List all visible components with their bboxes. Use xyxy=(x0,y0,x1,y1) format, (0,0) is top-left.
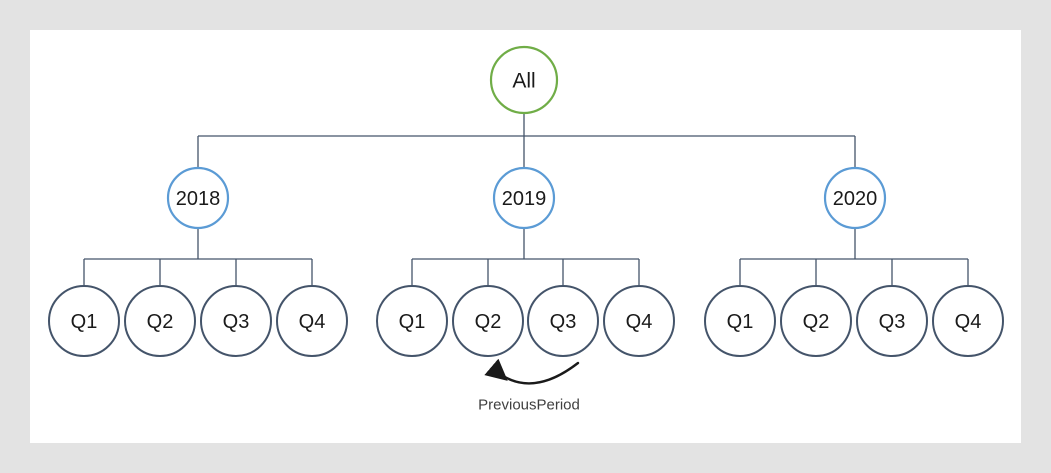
node-year-2019-circle xyxy=(492,166,556,230)
node-q-2018-3-circle xyxy=(200,285,272,357)
node-q-2020-1[interactable]: Q1 xyxy=(704,285,776,357)
node-year-2018-circle xyxy=(166,166,230,230)
node-q-2018-1-label: Q1 xyxy=(71,311,98,333)
year-2019-quarter-connectors xyxy=(411,228,640,286)
previous-period-label: PreviousPeriod xyxy=(478,397,580,414)
node-q-2020-4-circle xyxy=(932,285,1004,357)
node-q-2018-4-label: Q4 xyxy=(299,311,326,333)
node-year-2019-label: 2019 xyxy=(502,188,547,210)
node-q-2018-3-label: Q3 xyxy=(223,311,250,333)
node-q-2020-3-label: Q3 xyxy=(879,311,906,333)
node-q-2020-1-circle xyxy=(704,285,776,357)
node-q-2018-2-label: Q2 xyxy=(147,311,174,333)
node-q-2020-3[interactable]: Q3 xyxy=(856,285,928,357)
node-q-2020-4[interactable]: Q4 xyxy=(932,285,1004,357)
previous-period-annotation[interactable]: PreviousPeriod xyxy=(478,358,580,414)
node-q-2019-4-label: Q4 xyxy=(626,311,653,333)
node-year-2020-circle xyxy=(823,166,887,230)
root-to-years-connectors xyxy=(197,113,856,168)
node-q-2019-4[interactable]: Q4 xyxy=(603,285,675,357)
node-q-2019-3-label: Q3 xyxy=(550,311,577,333)
node-q-2018-4-circle xyxy=(276,285,348,357)
node-q-2019-3-circle xyxy=(527,285,599,357)
node-q-2019-1-circle xyxy=(376,285,448,357)
node-q-2019-2-label: Q2 xyxy=(475,311,502,333)
node-q-2020-4-label: Q4 xyxy=(955,311,982,333)
node-q-2020-2[interactable]: Q2 xyxy=(780,285,852,357)
node-q-2018-2-circle xyxy=(124,285,196,357)
node-q-2019-1-label: Q1 xyxy=(399,311,426,333)
node-year-2018[interactable]: 2018 xyxy=(166,166,230,230)
previous-period-arrow-icon xyxy=(484,358,580,385)
node-q-2019-3[interactable]: Q3 xyxy=(527,285,599,357)
node-all-label: All xyxy=(512,70,535,93)
node-q-2019-1[interactable]: Q1 xyxy=(376,285,448,357)
node-year-2020[interactable]: 2020 xyxy=(823,166,887,230)
node-q-2018-3[interactable]: Q3 xyxy=(200,285,272,357)
node-q-2018-1[interactable]: Q1 xyxy=(48,285,120,357)
node-q-2020-2-circle xyxy=(780,285,852,357)
node-q-2018-1-circle xyxy=(48,285,120,357)
node-all-circle xyxy=(489,45,559,115)
node-q-2020-1-label: Q1 xyxy=(727,311,754,333)
node-q-2018-2[interactable]: Q2 xyxy=(124,285,196,357)
node-all[interactable]: All xyxy=(489,45,559,115)
node-year-2020-label: 2020 xyxy=(833,188,878,210)
node-q-2019-2-circle xyxy=(452,285,524,357)
year-2018-quarter-connectors xyxy=(83,228,313,286)
year-2020-quarter-connectors xyxy=(739,228,969,286)
node-year-2018-label: 2018 xyxy=(176,188,221,210)
node-q-2018-4[interactable]: Q4 xyxy=(276,285,348,357)
node-q-2019-2[interactable]: Q2 xyxy=(452,285,524,357)
node-year-2019[interactable]: 2019 xyxy=(492,166,556,230)
node-q-2019-4-circle xyxy=(603,285,675,357)
node-q-2020-3-circle xyxy=(856,285,928,357)
node-q-2020-2-label: Q2 xyxy=(803,311,830,333)
